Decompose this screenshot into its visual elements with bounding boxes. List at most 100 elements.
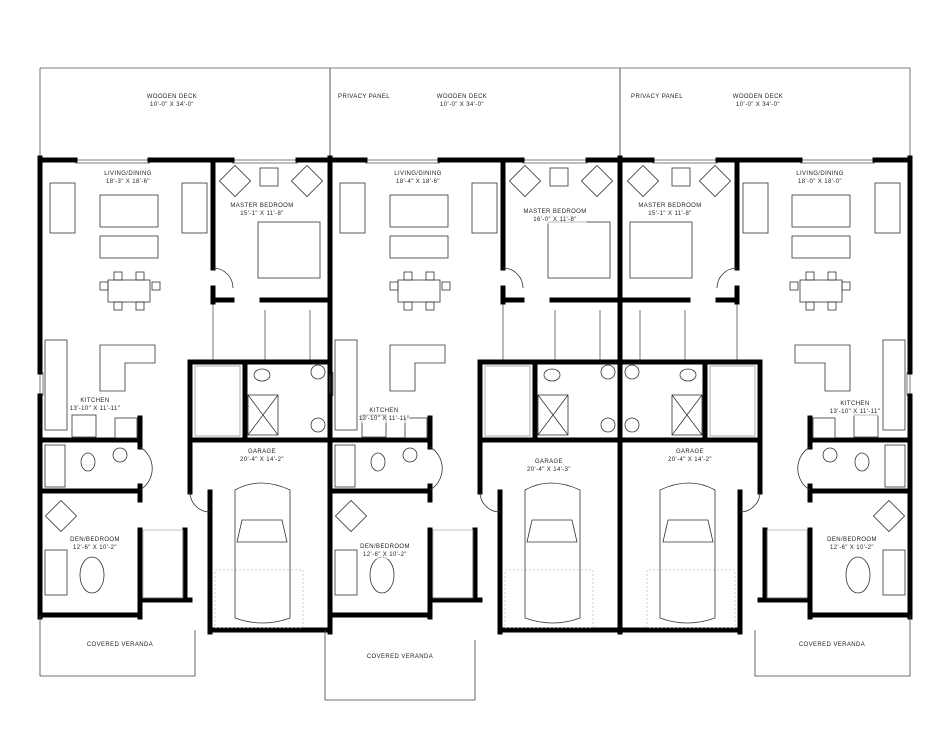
deck-size: 10'-0" x 34'-0" [440,102,484,108]
sink-icon [624,417,640,433]
living-name: Living/Dining [104,171,152,177]
shower-icon [247,394,279,436]
sofa-icon [334,549,358,596]
coffee-table-icon [389,194,449,228]
den-name: Den/Bedroom [827,537,877,543]
parking-pad [504,569,594,629]
living-dining-label: Living/Dining18'-0" x 18'-0" [796,170,844,186]
garage-label: Garage20'-4" x 14'-2" [240,448,284,464]
sink-icon [822,447,838,463]
den-bedroom-label: Den/Bedroom12'-6" x 10'-2" [827,536,877,552]
den-size: 12'-6" x 10'-2" [73,545,117,551]
chair-icon [99,281,109,291]
deck-size: 10'-0" x 34'-0" [150,102,194,108]
kitchen-label: Kitchen13'-10" x 11'-11" [69,397,121,413]
sofa-icon [44,549,68,596]
fridge-icon [114,417,138,439]
veranda-name: Covered Veranda [798,642,866,648]
car-windshield-icon [662,519,714,543]
sofa-icon [471,182,498,234]
sofa-icon [882,549,906,596]
dining-table-icon [397,279,441,303]
deck-label: Wooden Deck10'-0" x 34'-0" [436,93,488,109]
chair-icon [789,281,799,291]
chair-icon [441,281,451,291]
living-dining-label: Living/Dining 18'-3" x 18'-6" [104,170,152,186]
veranda-outline-2 [324,630,476,701]
door-swing [139,446,153,491]
door-swing [716,267,738,289]
garage-name: Garage [675,449,705,455]
veranda-label: Covered Veranda [86,641,154,649]
chair-icon [135,301,145,311]
chair-icon [135,271,145,281]
toilet-icon [679,368,697,382]
chair-icon [425,301,435,311]
coffee-table-icon [791,194,851,228]
tile-floor [709,365,756,437]
sofa-icon [339,182,366,234]
chair-icon [425,271,435,281]
master-bedroom-label: Master Bedroom15'-1" x 11'-8" [230,202,294,218]
sofa-icon [389,235,449,259]
chair-icon [151,281,161,291]
sink-icon [310,364,326,380]
entry-tile-floor [142,529,184,599]
toilet-icon [543,368,561,382]
den-name: Den/Bedroom [70,537,120,543]
dining-table-icon [107,279,151,303]
parking-pad [214,569,304,629]
master-bedroom-label: Master Bedroom 15'-1" x 11'-8" [638,202,702,218]
shower-icon [537,394,569,436]
armchair-icon [218,164,252,198]
sink-icon [112,447,128,463]
master-size: 15'-1" x 11'-8" [648,211,692,217]
fridge-icon [404,417,428,439]
door-swing [479,491,501,513]
bed-icon [547,221,611,279]
car-windshield-icon [236,519,288,543]
kitchen-size: 13'-10" x 11'-11" [829,409,881,415]
living-size: 18'-4" x 18'-6" [396,179,440,185]
veranda-name: Covered Veranda [86,642,154,648]
living-size: 18'-3" x 18'-6" [106,179,150,185]
garage-name: Garage [534,459,564,465]
den-name: Den/Bedroom [360,544,410,550]
master-size: 16'-0" x 11'-8" [533,217,577,223]
entry-tile-floor [766,529,808,599]
master-name: Master Bedroom [638,203,702,209]
sofa-icon [791,235,851,259]
chair-icon [403,271,413,281]
sofa-icon [181,182,208,234]
side-table-icon [549,167,569,187]
side-table-icon [259,167,279,187]
car-icon [659,482,716,624]
kitchen-size: 13'-10" x 11'-11" [358,416,410,422]
bathtub-icon [334,444,356,488]
kitchen-counter-icon [44,339,68,431]
door-swing [797,446,811,491]
stove-icon [71,414,97,438]
armchair-icon [626,164,660,198]
door-swing [212,267,234,289]
toilet-icon [253,368,271,382]
entry-tile-floor [432,529,474,599]
car-windshield-icon [526,519,578,543]
master-size: 15'-1" x 11'-8" [240,211,284,217]
kitchen-island-icon [99,344,156,392]
kitchen-label: Kitchen13'-10" x 11'-11" [358,407,410,423]
shower-icon [247,394,279,436]
toilet-icon [80,452,96,472]
coffee-table-icon [99,194,159,228]
bed-icon [257,221,321,279]
armchair-icon [698,164,732,198]
kitchen-counter-icon [334,339,358,431]
armchair-icon [872,499,906,533]
chair-icon [113,301,123,311]
privacy-panel-name: Privacy Panel [338,94,390,100]
bathtub-icon [44,444,66,488]
deck-size: 10'-0" x 34'-0" [736,102,780,108]
deck-name: Wooden Deck [146,94,198,100]
veranda-label: Covered Veranda [798,641,866,649]
parking-pad [646,569,736,629]
